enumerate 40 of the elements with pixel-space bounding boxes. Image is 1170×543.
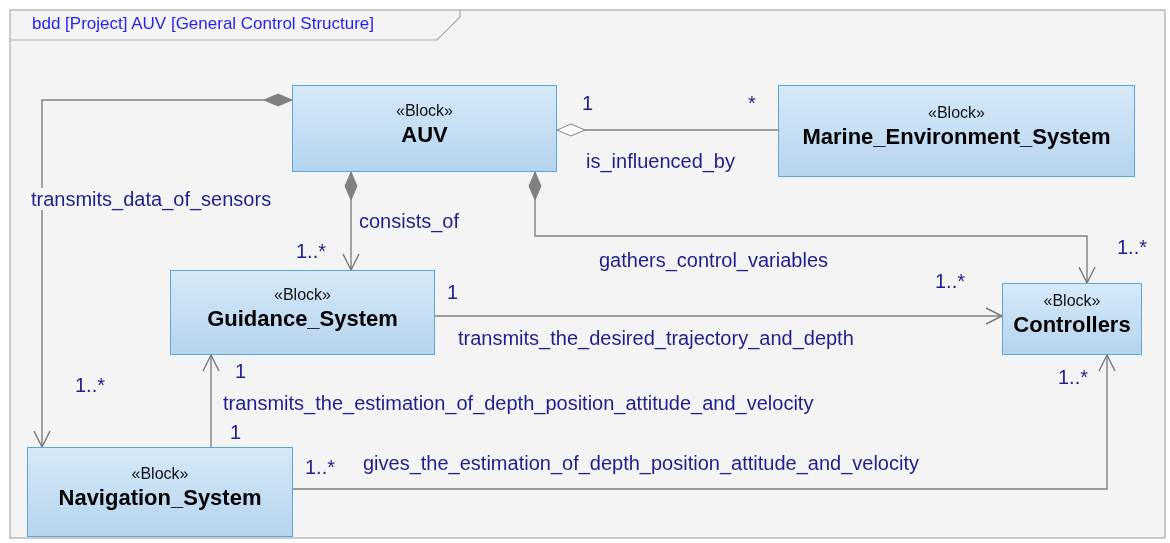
stereotype-label: «Block» xyxy=(1043,291,1101,311)
multiplicity-label: 1 xyxy=(447,281,459,303)
block-name: Controllers xyxy=(1013,311,1131,339)
association-arrow xyxy=(342,171,360,271)
block-name: AUV xyxy=(401,120,448,149)
block-box xyxy=(292,85,557,172)
block-box xyxy=(170,270,435,355)
edge-label: transmits_the_estimation_of_depth_position_attitude_and_velocity xyxy=(222,392,815,414)
association-arrow xyxy=(434,307,1003,325)
stereotype-label: «Block» xyxy=(131,464,189,484)
edge-label: gives_the_estimation_of_depth_position_attitude_and_velocity xyxy=(362,452,920,474)
multiplicity-label: 1..* xyxy=(296,240,327,262)
block-name: Marine_Environment_System xyxy=(802,123,1111,151)
edge-label: gathers_control_variables xyxy=(598,249,830,271)
multiplicity-label: 1..* xyxy=(75,374,106,396)
association-arrow xyxy=(528,171,1096,284)
association-arrow xyxy=(33,93,293,448)
multiplicity-label: 1 xyxy=(582,92,594,114)
multiplicity-label: 1..* xyxy=(935,270,966,292)
association-arrow xyxy=(202,354,220,448)
stereotype-label: «Block» xyxy=(274,284,331,305)
multiplicity-label: 1..* xyxy=(1058,366,1089,388)
block-box xyxy=(1002,283,1142,355)
block-name: Navigation_System xyxy=(58,484,262,512)
diagram-title: bdd [Project] AUV [General Control Structure] xyxy=(32,13,375,35)
multiplicity-label: 1..* xyxy=(305,456,336,478)
association-arrow xyxy=(292,354,1116,490)
multiplicity-label: 1..* xyxy=(1117,236,1148,258)
block-name: Guidance_System xyxy=(207,304,398,333)
multiplicity-label: 1 xyxy=(230,421,242,443)
block-box xyxy=(778,85,1135,177)
block-box xyxy=(27,447,293,537)
edge-label: transmits_data_of_sensors xyxy=(30,188,273,210)
edge-label: is_influenced_by xyxy=(585,150,736,172)
edge-label: consists_of xyxy=(358,210,461,232)
multiplicity-label: * xyxy=(748,92,756,114)
stereotype-label: «Block» xyxy=(396,100,453,121)
edge-label: transmits_the_desired_trajectory_and_depth xyxy=(457,327,855,349)
stereotype-label: «Block» xyxy=(928,103,985,123)
multiplicity-label: 1 xyxy=(235,360,247,382)
